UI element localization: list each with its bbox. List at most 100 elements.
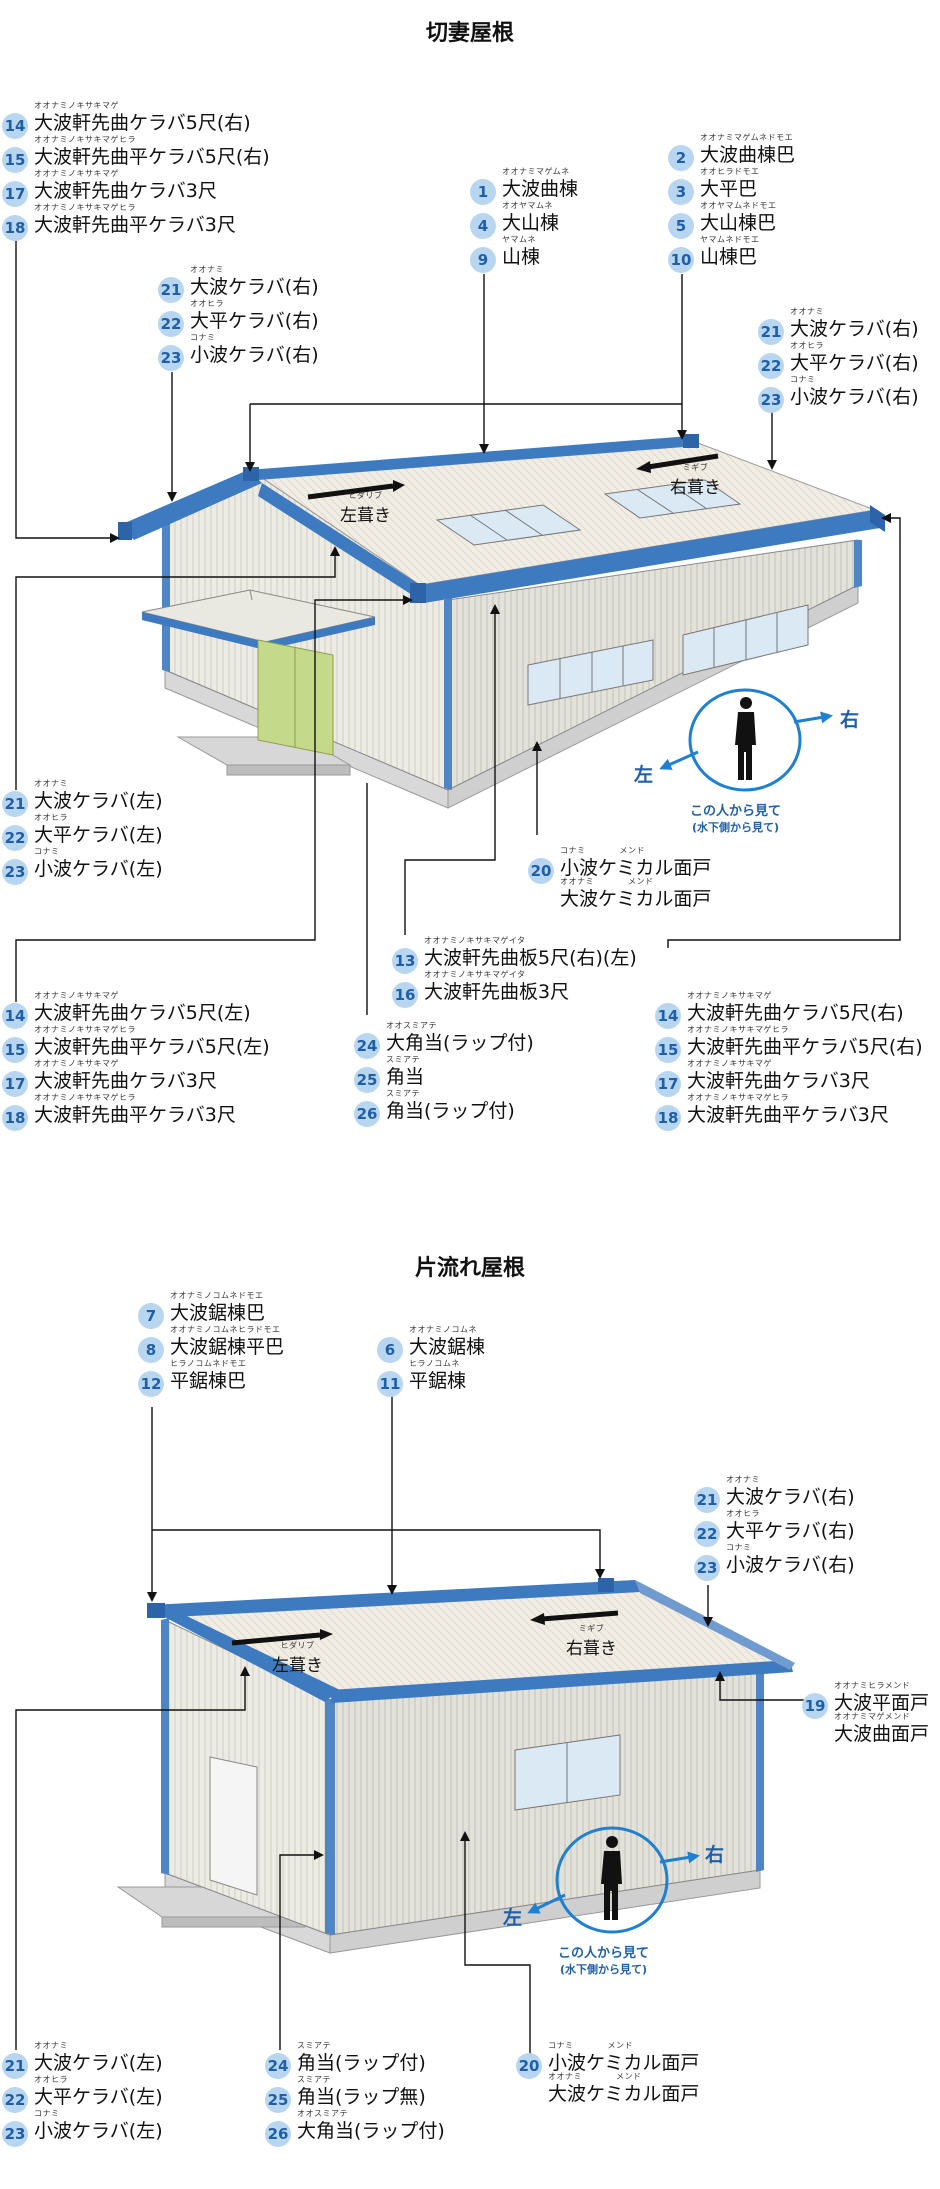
part-number-badge: 24 bbox=[354, 1033, 380, 1059]
part-reading: オオナミ bbox=[726, 1475, 760, 1484]
part-name: 大波軒先曲ケラバ3尺 bbox=[34, 1070, 217, 1092]
part-reading: ヤマムネ bbox=[502, 235, 536, 244]
mono-pitch-building bbox=[116, 1578, 795, 1954]
part-reading: オオヒラ bbox=[790, 341, 824, 350]
part-number-badge: 21 bbox=[2, 2053, 28, 2079]
direction-right-2: 右 bbox=[705, 1844, 725, 1866]
part-name: 小波ケラバ(右) bbox=[190, 344, 319, 366]
part-reading: スミアテ bbox=[386, 1089, 420, 1098]
part-reading: オオナミ bbox=[34, 2041, 68, 2050]
part-number-badge: 14 bbox=[2, 113, 28, 139]
part-reading: スミアテ bbox=[297, 2075, 331, 2084]
part-number-badge: 22 bbox=[758, 353, 784, 379]
part-number-badge: 23 bbox=[158, 345, 184, 371]
part-text: オオナミノキサキマゲヒラ大波軒先曲平ケラバ3尺 bbox=[34, 1092, 236, 1128]
part-name: 大波ケラバ(右) bbox=[790, 318, 919, 340]
part-label-s2-m-19b: オオナミマゲメンド大波曲面戸 bbox=[802, 1711, 929, 1750]
part-text: オオナミノキサキマゲ大波軒先曲ケラバ5尺(右) bbox=[687, 990, 904, 1026]
part-number-badge: 20 bbox=[516, 2053, 542, 2079]
part-name: 大波ケミカル面戸 bbox=[560, 888, 712, 910]
part-name: 大波軒先曲平ケラバ5尺(右) bbox=[687, 1036, 923, 1058]
part-name: 角当(ラップ無) bbox=[297, 2086, 426, 2108]
part-text: オオナミノキサキマゲヒラ大波軒先曲平ケラバ5尺(右) bbox=[687, 1024, 923, 1060]
part-reading: オオナミ メンド bbox=[560, 877, 654, 886]
part-name: 大波軒先曲平ケラバ5尺(右) bbox=[34, 146, 270, 168]
part-reading: オオナミノキサキマゲ bbox=[34, 1059, 119, 1068]
viewer-figure-2 bbox=[527, 1826, 700, 1934]
part-number-badge: 17 bbox=[655, 1071, 681, 1097]
part-number-badge: 13 bbox=[392, 948, 418, 974]
part-text: オオナミ メンド大波ケミカル面戸 bbox=[548, 2071, 699, 2107]
part-text: スミアテ角当 bbox=[386, 1054, 424, 1090]
part-name: 角当(ラップ付) bbox=[386, 1100, 515, 1122]
part-text: コナミ小波ケラバ(左) bbox=[34, 2108, 163, 2144]
part-number-badge: 19 bbox=[802, 1693, 828, 1719]
part-number-badge: 25 bbox=[354, 1067, 380, 1093]
direction-left-2: 左 bbox=[503, 1907, 523, 1929]
part-reading: オオナミノキサキマゲ bbox=[34, 991, 119, 1000]
part-text: コナミ メンド小波ケミカル面戸 bbox=[560, 845, 711, 881]
part-text: オオスミアテ大角当(ラップ付) bbox=[386, 1020, 534, 1056]
part-reading: オオナミ bbox=[34, 779, 68, 788]
part-text: オオナミノコムネドモエ大波鋸棟巴 bbox=[170, 1290, 265, 1326]
part-text: オオナミマゲムネドモエ大波曲棟巴 bbox=[700, 132, 795, 168]
part-name: 平鋸棟 bbox=[409, 1370, 467, 1392]
part-text: オオナミノキサキマゲ大波軒先曲ケラバ3尺 bbox=[34, 168, 217, 204]
part-number-badge: 5 bbox=[668, 213, 694, 239]
part-name: 大波ケラバ(右) bbox=[190, 276, 319, 298]
part-reading: オオナミノキサキマゲイタ bbox=[424, 970, 526, 979]
part-text: オオナミノキサキマゲヒラ大波軒先曲平ケラバ3尺 bbox=[687, 1092, 889, 1128]
part-number-badge: 6 bbox=[377, 1337, 403, 1363]
part-reading: オオナミノキサキマゲヒラ bbox=[34, 1025, 136, 1034]
part-name: 大平ケラバ(左) bbox=[34, 824, 163, 846]
part-text: オオナミノキサキマゲヒラ大波軒先曲平ケラバ5尺(右) bbox=[34, 134, 270, 170]
part-number-badge: 14 bbox=[2, 1003, 28, 1029]
part-name: 大平ケラバ(左) bbox=[34, 2086, 163, 2108]
part-number-badge: 25 bbox=[265, 2087, 291, 2113]
part-number-badge: 12 bbox=[138, 1371, 164, 1397]
part-reading: オオヒラ bbox=[726, 1509, 760, 1518]
part-reading: オオスミアテ bbox=[386, 1021, 437, 1030]
part-reading: オオナミノキサキマゲ bbox=[687, 991, 772, 1000]
part-number-badge: 22 bbox=[2, 2087, 28, 2113]
part-text: オオナミマゲメンド大波曲面戸 bbox=[834, 1711, 929, 1747]
direction-left-1: 左 bbox=[634, 764, 654, 786]
gable-building bbox=[118, 434, 885, 809]
part-reading: オオヒラドモエ bbox=[700, 167, 760, 176]
part-reading: ヒラノコムネドモエ bbox=[170, 1359, 247, 1368]
part-name: 小波ケラバ(右) bbox=[726, 1554, 855, 1576]
part-number-badge: 22 bbox=[158, 311, 184, 337]
part-name: 小波ケラバ(右) bbox=[790, 386, 919, 408]
part-text: オオヒラ大平ケラバ(左) bbox=[34, 812, 163, 848]
part-name: 山棟巴 bbox=[700, 246, 758, 268]
part-label-s2-f-20b: オオナミ メンド大波ケミカル面戸 bbox=[516, 2071, 699, 2110]
part-text: オオヒラ大平ケラバ(右) bbox=[790, 340, 919, 376]
part-number-badge: 16 bbox=[392, 982, 418, 1008]
part-text: ヤマムネ山棟 bbox=[502, 234, 540, 270]
part-reading: コナミ bbox=[726, 1543, 752, 1552]
part-name: 小波ケミカル面戸 bbox=[560, 857, 712, 879]
part-number-badge: 23 bbox=[2, 859, 28, 885]
part-reading: オオナミノキサキマゲヒラ bbox=[34, 203, 136, 212]
part-name: 大波軒先曲平ケラバ3尺 bbox=[34, 1104, 236, 1126]
part-reading: コナミ メンド bbox=[560, 846, 645, 855]
part-reading: オオナミ bbox=[190, 265, 224, 274]
part-reading: オオナミマゲメンド bbox=[834, 1712, 911, 1721]
part-number-badge: 15 bbox=[2, 1037, 28, 1063]
part-name: 小波ケミカル面戸 bbox=[548, 2052, 700, 2074]
part-text: オオヤマムネドモエ大山棟巴 bbox=[700, 200, 777, 236]
part-name: 小波ケラバ(左) bbox=[34, 2120, 163, 2142]
